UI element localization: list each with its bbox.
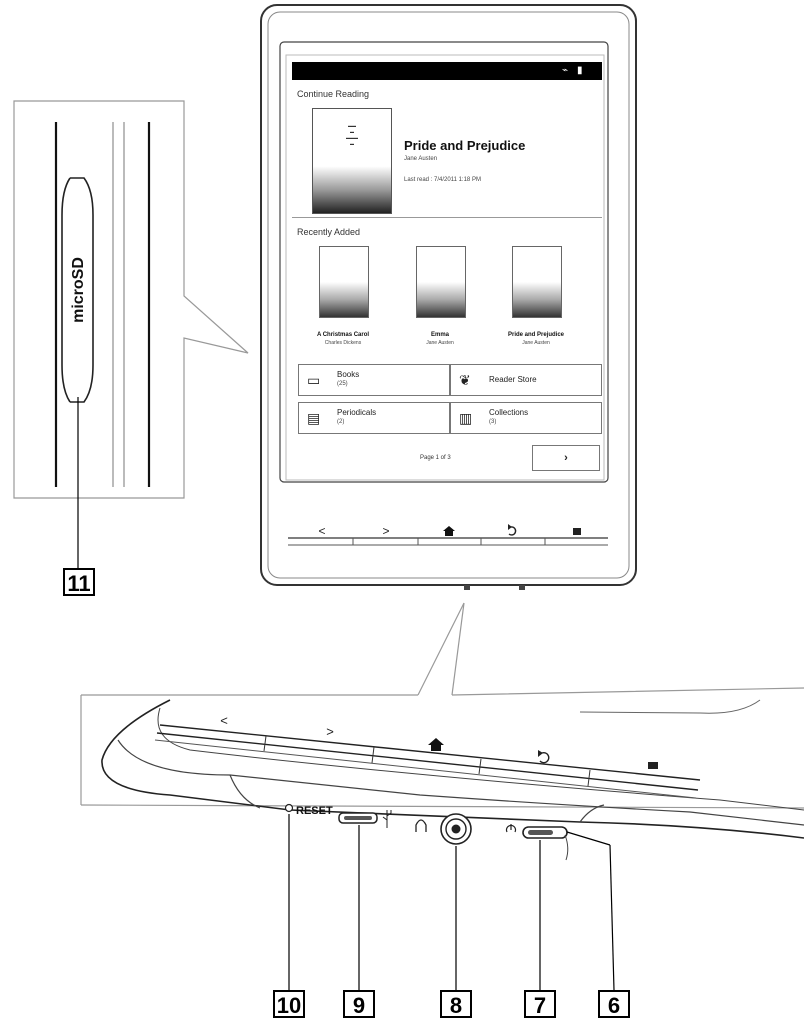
books-label: Books bbox=[337, 370, 360, 379]
callout-7: 7 bbox=[524, 990, 556, 1018]
reader-store-label: Reader Store bbox=[489, 375, 537, 384]
reader-store-tile[interactable]: ❦ Reader Store bbox=[450, 364, 602, 396]
recent-book-title[interactable]: Pride and Prejudice bbox=[507, 332, 565, 338]
recent-book-cover[interactable] bbox=[512, 246, 562, 318]
menu-icon bbox=[573, 528, 581, 535]
recent-book-cover[interactable] bbox=[416, 246, 466, 318]
callout-lines bbox=[288, 814, 615, 991]
callout-9: 9 bbox=[343, 990, 375, 1018]
inset-home-icon bbox=[428, 738, 444, 751]
microsd-inset: microSD bbox=[13, 100, 249, 570]
callout-6: 6 bbox=[598, 990, 630, 1018]
collections-count: (3) bbox=[489, 419, 497, 425]
collections-tile[interactable]: ▥ Collections (3) bbox=[450, 402, 602, 434]
return-icon bbox=[508, 524, 517, 536]
recent-book-title[interactable]: A Christmas Carol bbox=[316, 332, 370, 338]
callout-10: 10 bbox=[273, 990, 305, 1018]
current-book-title[interactable]: Pride and Prejudice bbox=[404, 138, 526, 153]
books-tile[interactable]: ▭ Books (25) bbox=[298, 364, 450, 396]
battery-icon: ▮ bbox=[577, 65, 583, 76]
periodicals-count: (2) bbox=[337, 419, 345, 425]
reset-label: RESET bbox=[296, 805, 333, 817]
recent-book-author: Charles Dickens bbox=[324, 340, 362, 346]
bottom-edge-inset: < > RESET bbox=[80, 687, 804, 861]
recent-book-cover[interactable] bbox=[319, 246, 369, 318]
store-leaf-icon: ❦ bbox=[459, 372, 471, 388]
status-bar: ⌁ ▮ bbox=[292, 62, 602, 80]
continue-reading-heading: Continue Reading bbox=[297, 89, 370, 99]
inset-forward-glyph: > bbox=[326, 724, 334, 739]
recent-book-author: Jane Austen bbox=[426, 340, 454, 346]
cover-lines: ▬▬▬▬▬▬▬ bbox=[346, 123, 358, 146]
reader-screen: ⌁ ▮ Continue Reading ▬▬▬▬▬▬▬ Pride and P… bbox=[292, 62, 602, 474]
inset-back-glyph: < bbox=[220, 713, 228, 728]
home-icon bbox=[443, 526, 455, 536]
last-read-time: Last read : 7/4/2011 1:18 PM bbox=[404, 177, 481, 183]
periodicals-label: Periodicals bbox=[337, 408, 377, 417]
collections-label: Collections bbox=[489, 408, 529, 417]
collections-icon: ▥ bbox=[459, 410, 473, 426]
next-page-button[interactable]: › bbox=[532, 445, 600, 471]
periodical-icon: ▤ bbox=[307, 410, 321, 426]
callout-8: 8 bbox=[440, 990, 472, 1018]
recent-book-author: Jane Austen bbox=[522, 340, 550, 346]
callout-11: 11 bbox=[63, 568, 95, 596]
periodicals-tile[interactable]: ▤ Periodicals (2) bbox=[298, 402, 450, 434]
recently-added-heading: Recently Added bbox=[297, 227, 361, 237]
headphone-icon bbox=[415, 819, 427, 832]
microsd-label: microSD bbox=[70, 257, 87, 323]
recent-book-title[interactable]: Emma bbox=[430, 332, 449, 338]
current-book-author: Jane Austen bbox=[404, 156, 438, 162]
inset-menu-icon bbox=[648, 762, 658, 769]
forward-button-glyph: > bbox=[382, 524, 389, 538]
current-book-cover[interactable]: ▬▬▬▬▬▬▬ bbox=[312, 108, 392, 214]
wireless-icon: ⌁ bbox=[562, 65, 569, 76]
power-icon bbox=[505, 824, 517, 833]
page-indicator: Page 1 of 3 bbox=[420, 455, 451, 461]
inset-return-icon bbox=[538, 750, 550, 764]
headphone-jack bbox=[440, 813, 472, 845]
back-button-glyph: < bbox=[318, 524, 325, 538]
books-count: (25) bbox=[337, 381, 348, 387]
open-book-icon: ▭ bbox=[307, 372, 321, 388]
reset-hole bbox=[284, 803, 294, 813]
usb-icon bbox=[382, 810, 392, 828]
section-divider bbox=[292, 217, 602, 218]
